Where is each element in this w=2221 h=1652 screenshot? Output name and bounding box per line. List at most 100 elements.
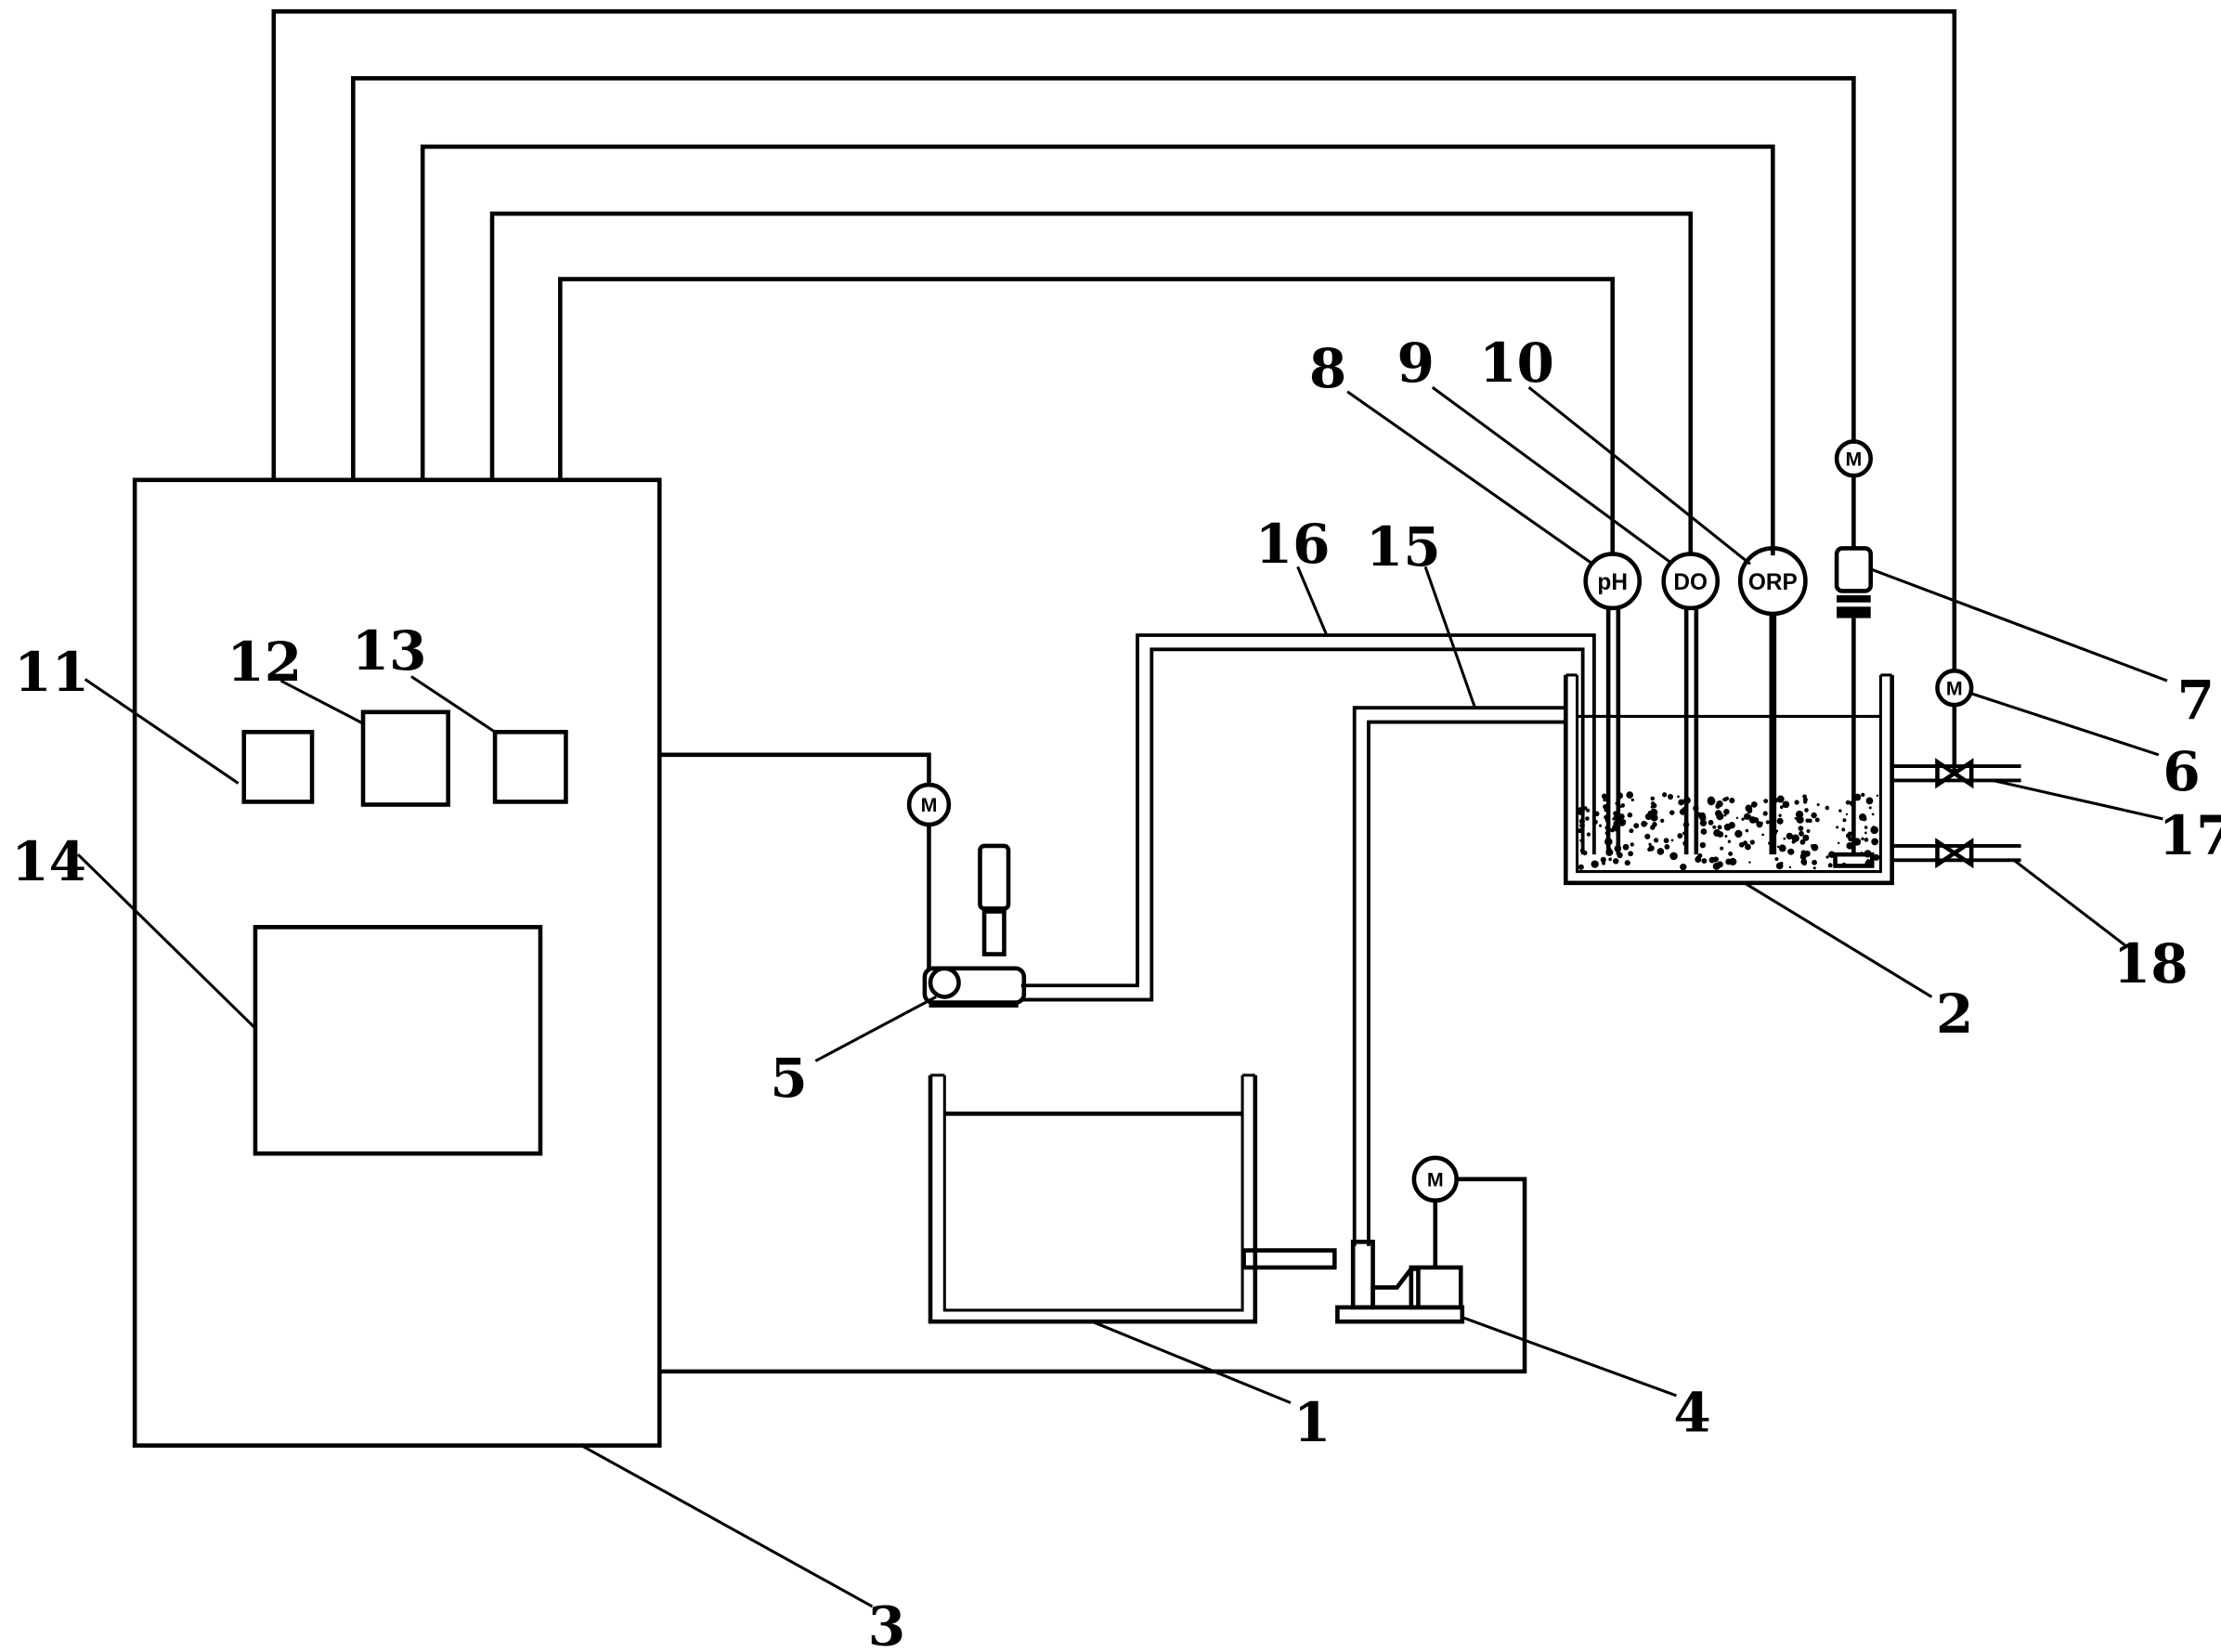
gravel-particle (1650, 813, 1658, 822)
gravel-particle (1783, 837, 1786, 840)
gravel-particle (1729, 797, 1735, 804)
gravel-particle (1803, 800, 1808, 804)
gravel-particle (1786, 832, 1794, 840)
gravel-particle (1802, 794, 1807, 800)
motor-pump4: M (1411, 1155, 1459, 1203)
gravel-particle (1748, 816, 1757, 824)
reactor-tank (1564, 673, 1894, 886)
gravel-particle (1664, 843, 1670, 850)
gravel-particle (1744, 813, 1751, 821)
gravel-particle (1849, 800, 1856, 807)
gravel-particle (1578, 864, 1584, 870)
gravel-particle (1773, 831, 1777, 835)
mixer-7 (1833, 475, 1875, 868)
gravel-particle (1618, 813, 1625, 820)
gravel-particle (1641, 820, 1647, 827)
gravel-particle (1604, 838, 1613, 846)
gravel-particle (1837, 841, 1840, 845)
gravel-particle (1865, 797, 1874, 805)
gravel-particle (1680, 863, 1687, 871)
feed-tank (928, 1073, 1337, 1324)
gravel-particle (1644, 833, 1651, 839)
gravel-particle (1660, 818, 1665, 823)
pipe-15 (1352, 706, 1566, 1246)
gravel-particle (1845, 813, 1849, 816)
gravel-particle (1650, 796, 1656, 801)
gravel-particle (1765, 820, 1770, 825)
label-9: 9 (1397, 331, 1435, 395)
gravel-particle (1633, 823, 1640, 829)
gravel-particle (1615, 801, 1619, 805)
gravel-particle (1716, 861, 1723, 868)
gravel-particle (1776, 817, 1784, 825)
gravel-particle (1682, 807, 1687, 812)
module-13 (492, 729, 568, 804)
gravel-particle (1682, 796, 1691, 804)
gravel-particle (1608, 857, 1612, 862)
gravel-particle (1645, 814, 1651, 820)
gravel-particle (1728, 822, 1735, 829)
gravel-particle (1836, 826, 1839, 829)
gravel-particle (1715, 857, 1719, 861)
gravel-particle (1838, 809, 1842, 813)
gravel-particle (1734, 829, 1743, 839)
gravel-particle (1727, 839, 1732, 843)
valve-icon (1935, 758, 1974, 789)
gravel-particle (1667, 793, 1674, 800)
gravel-particle (1708, 856, 1716, 864)
label-8: 8 (1309, 336, 1346, 400)
gravel-particle (1750, 800, 1758, 808)
label-17: 17 (2159, 803, 2221, 867)
label-5: 5 (770, 1046, 807, 1110)
gravel-particle (1610, 827, 1616, 833)
gravel-particle (1629, 828, 1634, 834)
gravel-particle (1616, 792, 1624, 800)
pump-4 (1335, 1240, 1465, 1324)
svg-text:M: M (1946, 677, 1963, 699)
signal-wires (271, 8, 1957, 1374)
gravel-particle (1845, 833, 1851, 839)
gravel-particle (1605, 829, 1609, 833)
gravel-particle (1794, 816, 1798, 820)
gravel-particle (1812, 859, 1817, 865)
label-1: 1 (1293, 1390, 1331, 1454)
gravel-particle (1614, 845, 1622, 852)
gravel-particle (1620, 803, 1626, 808)
gravel-particle (1778, 844, 1786, 852)
label-13: 13 (352, 618, 427, 683)
do-sensor: DO (1661, 552, 1721, 855)
gravel-particle (1749, 839, 1755, 845)
gravel-particle (1699, 841, 1707, 849)
gravel-particle (1604, 826, 1610, 830)
gravel-particle (1852, 838, 1862, 846)
gravel-particle (1586, 832, 1591, 837)
gravel-particle (1599, 824, 1603, 827)
orp-sensor: ORP (1737, 546, 1808, 855)
gravel-particle (1745, 804, 1753, 813)
label-11: 11 (14, 640, 89, 704)
gravel-particle (1802, 834, 1810, 841)
gravel-particle (1723, 813, 1727, 817)
gravel-particle (1811, 843, 1819, 852)
gravel-particle (1773, 802, 1776, 807)
gravel-particle (1663, 838, 1669, 844)
gravel-particle (1717, 825, 1722, 830)
gravel-particle (1864, 831, 1867, 835)
gravel-particle (1591, 860, 1599, 868)
motor-valve-6: M (1935, 669, 1974, 708)
gravel-particle (1600, 856, 1606, 863)
svg-text:DO: DO (1673, 570, 1708, 595)
label-6: 6 (2163, 739, 2200, 803)
gravel-particle (1861, 837, 1864, 840)
gravel-particle (1655, 839, 1658, 842)
gravel-particle (1613, 814, 1618, 821)
gravel-particle (1670, 839, 1674, 842)
gravel-particle (1774, 857, 1779, 862)
gravel-particle (1605, 848, 1614, 856)
gravel-particle (1662, 792, 1668, 798)
gravel-particle (1716, 812, 1724, 821)
gravel-particle (1828, 851, 1836, 858)
gravel-particle (1656, 848, 1665, 855)
gravel-particle (1697, 852, 1703, 858)
gravel-particle (1864, 826, 1868, 829)
